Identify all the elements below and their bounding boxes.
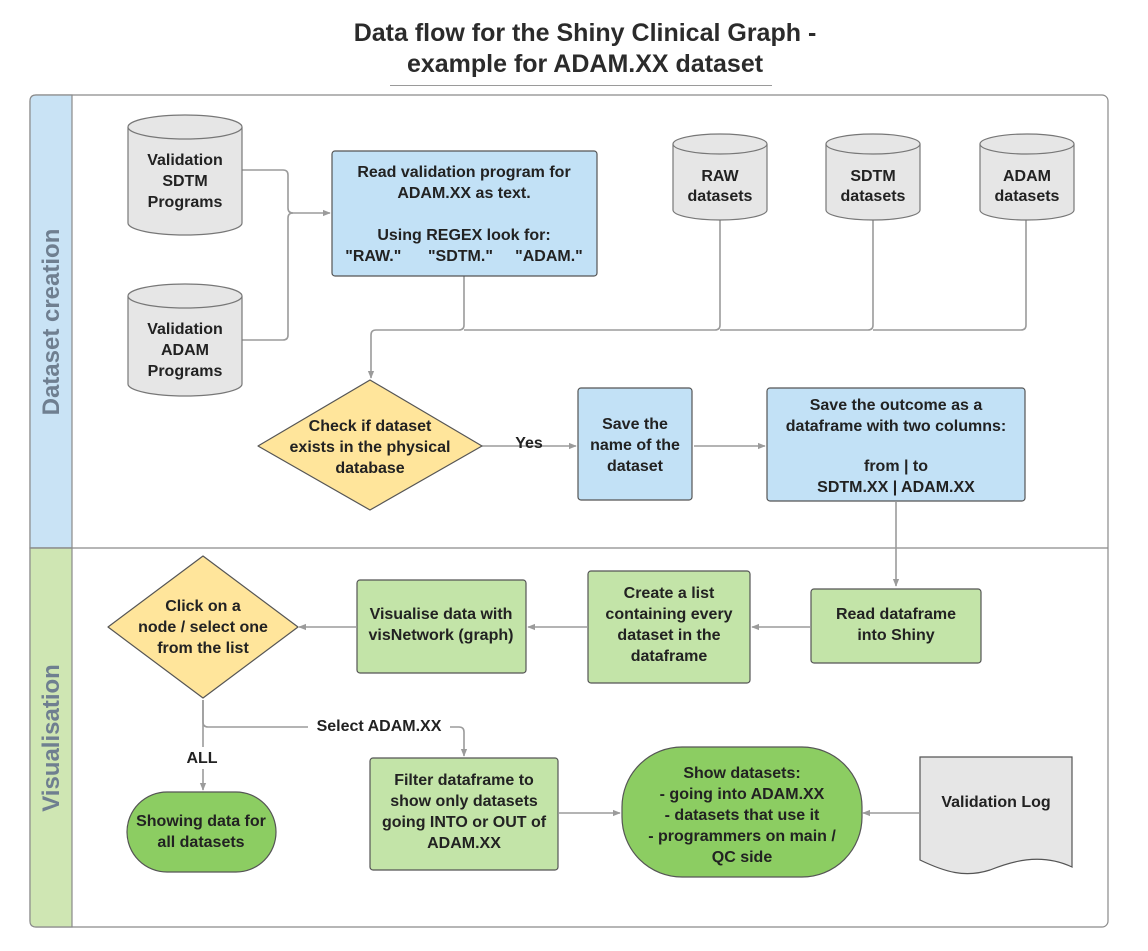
db-adam-datasets: ADAM datasets [979,133,1075,221]
svg-text:show only datasets: show only datasets [390,793,538,810]
svg-text:Programs: Programs [148,363,223,380]
svg-text:Create a list: Create a list [624,585,715,602]
svg-text:ADAM: ADAM [161,342,209,359]
lane-label-visualisation: Visualisation [38,664,65,812]
svg-text:Save the outcome as a: Save the outcome as a [810,397,983,414]
connectors [199,169,1027,817]
edge-raw-to-merge [464,220,721,331]
svg-text:exists in the physical: exists in the physical [290,439,451,456]
svg-text:Visualise data with: Visualise data with [370,606,513,623]
svg-text:SDTM.XX | ADAM.XX: SDTM.XX | ADAM.XX [817,479,975,496]
svg-text:dataframe with two columns:: dataframe with two columns: [786,418,1006,435]
title-underline [390,85,772,86]
svg-text:Read validation program for: Read validation program for [357,164,570,181]
svg-text:Validation: Validation [147,152,223,169]
svg-text:- datasets that use it: - datasets that use it [665,807,820,824]
svg-text:Read dataframe: Read dataframe [836,606,956,623]
svg-text:- programmers on main /: - programmers on main / [648,828,836,845]
svg-text:Show datasets:: Show datasets: [683,765,800,782]
svg-text:Using REGEX look for:: Using REGEX look for: [377,227,550,244]
svg-text:ADAM.XX as text.: ADAM.XX as text. [397,185,530,202]
terminal-show-datasets: Show datasets: - going into ADAM.XX - da… [621,746,863,878]
svg-text:SDTM: SDTM [850,168,895,185]
edge-label-select: Select ADAM.XX [317,718,442,735]
process-save-name: Save the name of the dataset [577,387,693,501]
svg-text:Programs: Programs [148,194,223,211]
svg-text:Check if dataset: Check if dataset [309,418,432,435]
decision-check-exists: Check if dataset exists in the physical … [257,379,483,511]
edge-label-bg [308,714,450,736]
edge-sdtm-to-merge [720,220,874,331]
svg-text:ADAM: ADAM [1003,168,1051,185]
svg-text:Filter dataframe to: Filter dataframe to [394,772,534,789]
title-line-2: example for ADAM.XX dataset [406,50,764,78]
db-validation-adam: Validation ADAM Programs [127,283,243,397]
svg-text:Validation: Validation [147,321,223,338]
svg-text:QC side: QC side [712,849,773,866]
svg-text:RAW: RAW [701,168,739,185]
svg-text:datasets: datasets [841,188,906,205]
edge-label-bg-all [182,747,224,769]
edge-adam-to-merge [873,220,1027,331]
process-read-dataframe: Read dataframe into Shiny [810,588,982,664]
swimlane-frame: Dataset creation Visualisation [29,94,1109,928]
svg-text:all datasets: all datasets [157,834,244,851]
svg-text:Click on a: Click on a [165,598,241,615]
svg-text:from | to: from | to [864,458,928,475]
svg-text:ADAM.XX: ADAM.XX [427,835,501,852]
process-create-list: Create a list containing every dataset i… [587,570,751,684]
title-line-1: Data flow for the Shiny Clinical Graph - [353,19,817,47]
diagram-title: Data flow for the Shiny Clinical Graph -… [0,18,1148,80]
svg-text:Validation Log: Validation Log [941,794,1050,811]
svg-text:database: database [335,460,404,477]
svg-text:datasets: datasets [688,188,753,205]
svg-text:containing every: containing every [605,606,732,623]
svg-text:dataset: dataset [607,458,664,475]
process-visualise: Visualise data with visNetwork (graph) [356,579,527,674]
edge-read-to-check [367,276,465,379]
process-save-outcome: Save the outcome as a dataframe with two… [766,387,1026,502]
svg-text:name of the: name of the [590,437,680,454]
svg-text:Save the: Save the [602,416,668,433]
process-filter: Filter dataframe to show only datasets g… [369,757,559,871]
db-validation-sdtm: Validation SDTM Programs [127,114,243,236]
db-raw-datasets: RAW datasets [672,133,768,221]
svg-text:from the list: from the list [157,640,249,657]
svg-text:datasets: datasets [995,188,1060,205]
svg-text:dataset in the: dataset in the [617,627,720,644]
svg-text:"RAW." "SDTM." "ADAM.: "RAW." "SDTM." "ADAM." [345,248,583,265]
svg-text:dataframe: dataframe [631,648,708,665]
svg-text:SDTM: SDTM [162,173,207,190]
db-sdtm-datasets: SDTM datasets [825,133,921,221]
lane-header-visualisation [29,547,73,928]
svg-text:into Shiny: into Shiny [857,627,934,644]
edge-label-all: ALL [186,750,217,767]
svg-text:going INTO or OUT of: going INTO or OUT of [382,814,547,831]
svg-text:node / select one: node / select one [138,619,268,636]
terminal-show-all: Showing data for all datasets [126,791,277,873]
decision-click-node: Click on a node / select one from the li… [107,555,299,699]
document-validation-log: Validation Log [919,756,1073,875]
svg-text:visNetwork (graph): visNetwork (graph) [369,627,514,644]
svg-text:- going into ADAM.XX: - going into ADAM.XX [660,786,825,803]
lane-label-dataset-creation: Dataset creation [38,229,65,416]
edge-label-yes: Yes [515,435,543,452]
edge-val-adam-to-read [242,212,294,341]
svg-text:Showing data for: Showing data for [136,813,266,830]
process-read-program: Read validation program for ADAM.XX as t… [331,150,598,277]
